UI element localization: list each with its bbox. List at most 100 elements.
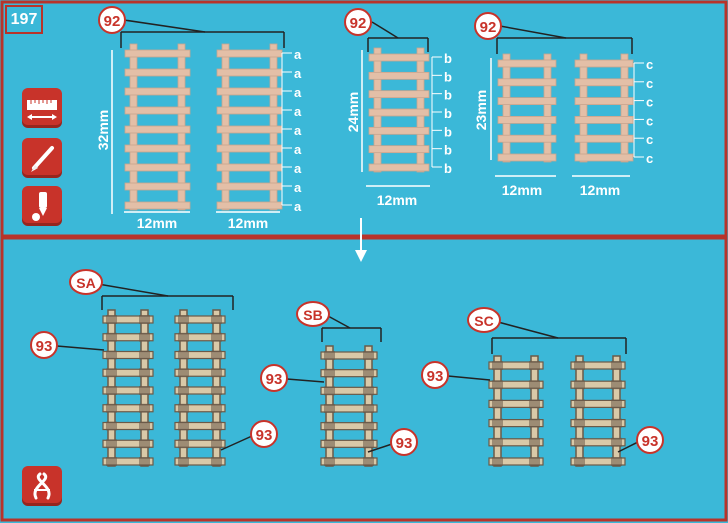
rung-label: b — [444, 143, 452, 158]
rung-label: a — [294, 161, 302, 176]
ladder-rung — [174, 421, 226, 431]
rung-label: a — [294, 104, 302, 119]
rung-label: a — [294, 85, 302, 100]
ladder-rung — [488, 457, 544, 466]
ladder-rung — [497, 97, 557, 105]
ladder-rung — [570, 419, 626, 428]
rung-label: a — [294, 123, 302, 138]
ladder-rung — [124, 125, 191, 134]
ladder-rung — [174, 457, 226, 466]
rung-label: c — [646, 76, 653, 91]
down-arrow — [355, 218, 367, 262]
svg-text:92: 92 — [104, 13, 121, 30]
ladder-rung — [574, 78, 634, 87]
ladder-rung — [488, 361, 544, 370]
svg-text:93: 93 — [266, 371, 283, 388]
part-callout-93: 93 — [220, 420, 278, 451]
part-callout-93: 93 — [617, 426, 664, 454]
ladder-rung — [574, 59, 634, 68]
glue-icon — [22, 186, 62, 226]
knife-icon — [22, 138, 62, 178]
length-label: 24mm — [345, 92, 361, 132]
ladder-rung — [102, 350, 154, 360]
svg-text:93: 93 — [256, 427, 273, 444]
ladder-rung — [216, 201, 283, 210]
ladder-rung — [570, 438, 626, 447]
svg-text:92: 92 — [350, 15, 367, 32]
svg-text:SC: SC — [474, 313, 493, 329]
ladder-rung — [102, 457, 154, 466]
ladder-rung — [216, 144, 283, 153]
ladder-rung — [124, 144, 191, 153]
rung-label: a — [294, 47, 302, 62]
part-callout-93: 93 — [421, 361, 491, 389]
ladder-rung — [570, 361, 626, 370]
part-callout-93: 93 — [367, 428, 418, 456]
ladder-rung — [216, 49, 283, 58]
ladder-rung — [216, 182, 283, 191]
ladder — [320, 345, 378, 467]
ladder-rung — [488, 438, 544, 447]
ladder-rung — [368, 163, 430, 172]
ladder-rung — [368, 90, 430, 99]
length-label: 32mm — [95, 110, 111, 150]
ladder-rung — [174, 350, 226, 360]
ladder-rung — [124, 68, 191, 77]
ladder-rung — [368, 108, 430, 117]
ladder — [124, 43, 191, 211]
part-callout-92: 92 — [344, 8, 372, 36]
rung-label: a — [294, 66, 302, 81]
ladder — [488, 355, 544, 467]
ladder-rung — [124, 201, 191, 210]
ladder-rung — [320, 351, 378, 360]
ladder-rung — [216, 68, 283, 77]
ladder-rung — [174, 386, 226, 395]
ladder-rung — [174, 404, 226, 413]
ladder-rung — [488, 399, 544, 408]
ladder-rung — [102, 439, 154, 448]
ladder-rung — [124, 182, 191, 191]
ladder-rung — [368, 53, 430, 62]
ladder-rung — [497, 59, 557, 68]
ladder-rung — [320, 457, 378, 466]
ladder-rung — [570, 380, 626, 389]
assembly-callout-sa: SA — [69, 269, 103, 295]
ladder-rung — [174, 439, 226, 448]
width-label: 12mm — [580, 182, 620, 198]
ladder-rung — [102, 386, 154, 395]
ladder — [174, 309, 226, 467]
ladder-rung — [174, 368, 226, 377]
width-label: 12mm — [137, 215, 177, 231]
ladder-rung — [497, 116, 557, 124]
assembly-callout-sc: SC — [467, 307, 501, 333]
svg-text:93: 93 — [396, 435, 413, 452]
ladder-rung — [488, 419, 544, 428]
ladder-rung — [574, 97, 634, 105]
rung-label: b — [444, 106, 452, 121]
ladder-rung — [497, 153, 557, 162]
ladder-rung — [574, 134, 634, 143]
ladder-rung — [124, 49, 191, 58]
part-callout-93: 93 — [260, 364, 325, 392]
ladder — [570, 355, 626, 467]
ladder-rung — [124, 163, 191, 172]
ladder-rung — [320, 369, 378, 378]
ladder-rung — [497, 134, 557, 143]
rung-label: b — [444, 124, 452, 139]
ladder-rung — [124, 87, 191, 96]
svg-text:92: 92 — [480, 19, 497, 36]
svg-text:93: 93 — [427, 368, 444, 385]
ladder-rung — [320, 422, 378, 431]
ladder-rung — [174, 315, 226, 324]
step-number: 197 — [5, 5, 43, 34]
ladder-rung — [497, 78, 557, 87]
part-callout-93: 93 — [30, 331, 105, 359]
ladder-rung — [368, 71, 430, 80]
ladder-rung — [488, 380, 544, 389]
rope-icon — [22, 466, 62, 506]
svg-text:SA: SA — [76, 275, 95, 291]
lower-panel — [0, 236, 728, 522]
ladder-rung — [368, 145, 430, 154]
